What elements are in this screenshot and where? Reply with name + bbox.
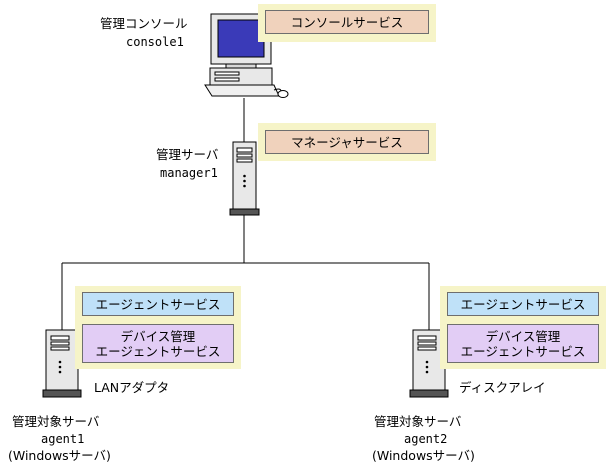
console-pc-icon [204, 13, 289, 98]
agent1-agent-service-box: エージェントサービス [82, 292, 234, 316]
agent1-device-service-box: デバイス管理 エージェントサービス [82, 324, 234, 363]
agent1-device-service-line2: エージェントサービス [95, 343, 221, 359]
agent2-device-label: ディスクアレイ [459, 380, 546, 395]
agent2-agent-service-box: エージェントサービス [447, 292, 599, 316]
console-service-panel: コンソールサービス [258, 4, 436, 42]
agent2-name: 管理対象サーバ [374, 414, 462, 429]
agent1-service-panel: エージェントサービス デバイス管理 エージェントサービス [75, 286, 241, 369]
console-host: console1 [126, 35, 184, 49]
agent2-service-panel: エージェントサービス デバイス管理 エージェントサービス [440, 286, 606, 369]
agent1-server-icon [42, 329, 82, 398]
console-service-box: コンソールサービス [265, 10, 429, 34]
agent2-device-service-box: デバイス管理 エージェントサービス [447, 324, 599, 363]
agent1-host: agent1 [41, 432, 85, 446]
agent2-host: agent2 [404, 432, 448, 446]
manager-server-icon [229, 141, 260, 216]
manager-service-box: マネージャサービス [265, 130, 429, 154]
agent2-device-service-line1: デバイス管理 [485, 328, 561, 344]
agent1-device-label: LANアダプタ [94, 380, 170, 395]
agent1-os: (Windowsサーバ) [8, 448, 111, 463]
manager-name: 管理サーバ [156, 147, 219, 162]
agent2-device-service-line2: エージェントサービス [460, 343, 586, 359]
agent2-server-icon [409, 329, 449, 398]
agent1-device-service-line1: デバイス管理 [120, 328, 196, 344]
network-lines [61, 98, 430, 330]
console-name: 管理コンソール [100, 16, 188, 31]
manager-service-panel: マネージャサービス [258, 123, 436, 161]
agent1-name: 管理対象サーバ [12, 414, 100, 429]
manager-host: manager1 [160, 166, 218, 180]
agent2-os: (Windowsサーバ) [372, 448, 475, 463]
